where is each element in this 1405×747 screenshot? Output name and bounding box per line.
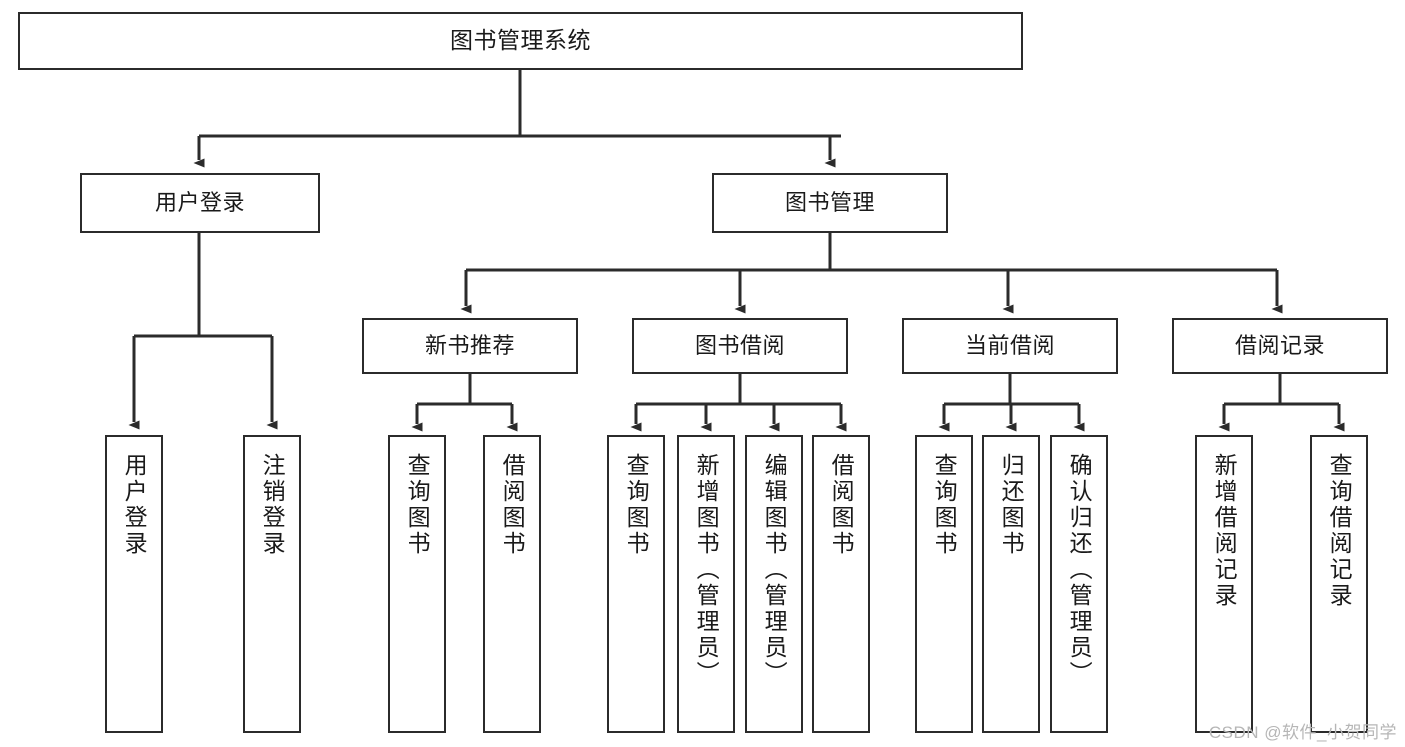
- node-current-borrowing[interactable]: 当前借阅: [902, 318, 1118, 374]
- leaf-add-book-admin[interactable]: 新增图书（管理员）: [677, 435, 735, 733]
- node-label: 用户登录: [121, 453, 148, 557]
- node-book-management[interactable]: 图书管理: [712, 173, 948, 233]
- node-label: 图书管理: [784, 189, 875, 215]
- node-label: 图书管理系统: [450, 27, 591, 54]
- leaf-edit-book-admin[interactable]: 编辑图书（管理员）: [745, 435, 803, 733]
- node-label: 新增图书（管理员）: [693, 453, 720, 687]
- node-label: 新书推荐: [424, 332, 515, 358]
- node-label: 新增借阅记录: [1211, 453, 1238, 609]
- node-user-login[interactable]: 用户登录: [80, 173, 320, 233]
- leaf-confirm-return-admin[interactable]: 确认归还（管理员）: [1050, 435, 1108, 733]
- node-label: 查询借阅记录: [1326, 453, 1353, 609]
- node-label: 编辑图书（管理员）: [761, 453, 788, 687]
- leaf-query-books-current[interactable]: 查询图书: [915, 435, 973, 733]
- node-label: 注销登录: [259, 453, 286, 557]
- node-book-borrowing[interactable]: 图书借阅: [632, 318, 848, 374]
- leaf-return-books[interactable]: 归还图书: [982, 435, 1040, 733]
- node-label: 借阅记录: [1234, 332, 1325, 358]
- leaf-query-books-newbook[interactable]: 查询图书: [388, 435, 446, 733]
- node-root-library-management-system[interactable]: 图书管理系统: [18, 12, 1023, 70]
- leaf-logout[interactable]: 注销登录: [243, 435, 301, 733]
- node-label: 查询图书: [623, 453, 650, 557]
- leaf-borrow-books-borrow[interactable]: 借阅图书: [812, 435, 870, 733]
- node-label: 图书借阅: [694, 332, 785, 358]
- node-new-book-recommendation[interactable]: 新书推荐: [362, 318, 578, 374]
- leaf-query-books-borrow[interactable]: 查询图书: [607, 435, 665, 733]
- node-borrowing-records[interactable]: 借阅记录: [1172, 318, 1388, 374]
- node-label: 查询图书: [404, 453, 431, 557]
- node-label: 借阅图书: [499, 453, 526, 557]
- node-label: 当前借阅: [964, 332, 1055, 358]
- leaf-add-borrow-record[interactable]: 新增借阅记录: [1195, 435, 1253, 733]
- leaf-query-borrow-record[interactable]: 查询借阅记录: [1310, 435, 1368, 733]
- node-label: 确认归还（管理员）: [1066, 453, 1093, 687]
- leaf-borrow-books-newbook[interactable]: 借阅图书: [483, 435, 541, 733]
- node-label: 归还图书: [998, 453, 1025, 557]
- node-label: 查询图书: [931, 453, 958, 557]
- leaf-user-login[interactable]: 用户登录: [105, 435, 163, 733]
- watermark: CSDN @软件_小贺同学: [1208, 723, 1397, 742]
- node-label: 借阅图书: [828, 453, 855, 557]
- node-label: 用户登录: [154, 189, 245, 215]
